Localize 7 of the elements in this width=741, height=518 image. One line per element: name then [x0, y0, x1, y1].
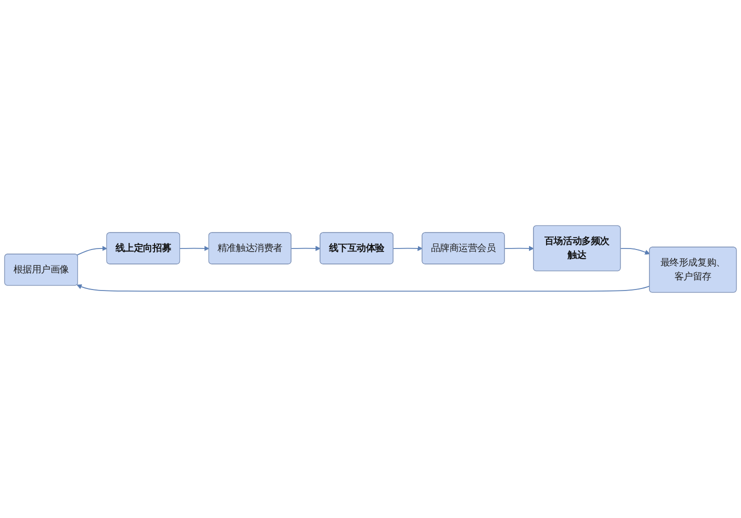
arrow	[76, 246, 108, 256]
arrow	[392, 246, 423, 252]
arrow	[620, 248, 650, 255]
arrow	[504, 246, 534, 252]
arrow	[290, 246, 321, 252]
arrow	[76, 284, 650, 292]
arrow	[180, 246, 210, 252]
